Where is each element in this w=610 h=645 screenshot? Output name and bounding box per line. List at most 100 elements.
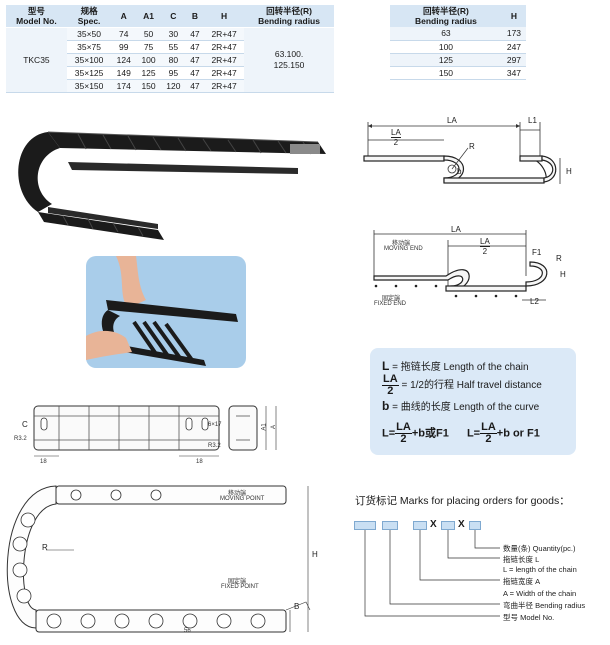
width-box (413, 521, 427, 530)
c-cell: 120 (160, 79, 186, 93)
la-label: LA (451, 225, 461, 234)
chain-travel-diagram (363, 122, 561, 184)
order-length-en-label: L = length of the chain (503, 565, 577, 574)
r32-right-label: R3.2 (208, 443, 221, 449)
a-cell: 124 (111, 53, 137, 67)
h-cell: 2R+47 (204, 79, 245, 93)
moving-point-cn: 移动端 (228, 491, 247, 497)
header-bending-radius: 回转半径(R)Bending radius (390, 5, 502, 27)
moving-end-diagram (373, 230, 548, 301)
a1-cell: 50 (136, 27, 161, 41)
l-symbol: L (382, 359, 390, 373)
length-box (441, 521, 455, 530)
b-cell: 47 (185, 79, 205, 93)
link-dimension-drawing (33, 405, 277, 457)
spec-cell: 35×100 (66, 53, 112, 67)
radius-table-header: 回转半径(R)Bending radius H (390, 5, 526, 27)
a1-cell: 150 (136, 79, 161, 93)
header-a: A (111, 5, 137, 28)
cable-chain-product-image (18, 131, 326, 240)
radius-box (382, 521, 398, 530)
b-label: b (457, 167, 462, 176)
table-row: 35×100 124 100 80 47 2R+47 (6, 53, 334, 67)
model-box (354, 521, 376, 530)
f1-label: F1 (532, 248, 542, 257)
fixed-end-en: FIXED END (374, 301, 407, 307)
l2-label: L2 (530, 297, 539, 306)
h-label: H (312, 550, 318, 559)
moving-point-en: MOVING POINT (220, 496, 265, 502)
order-radius-label: 弯曲半径 Bending radius (503, 601, 586, 610)
model-cell: TKC35 (6, 27, 67, 93)
r32-left-label: R3.2 (14, 436, 27, 442)
a-label: A (271, 424, 278, 430)
quantity-box (469, 521, 481, 530)
b-symbol: b (382, 399, 390, 413)
dim-18-left: 18 (40, 459, 47, 465)
moving-end-en: MOVING END (384, 246, 423, 252)
r-label: R (469, 142, 475, 151)
a1-cell: 75 (136, 40, 161, 54)
b-definition: = 曲线的长度 Length of the curve (392, 402, 540, 413)
radius-cell: 100 (390, 40, 502, 54)
spec-cell: 35×75 (66, 40, 112, 54)
c-cell: 80 (160, 53, 186, 67)
a-cell: 174 (111, 79, 137, 93)
h-cell: 2R+47 (204, 27, 245, 41)
b-label: B (294, 602, 300, 611)
table-row: 35×150 174 150 120 47 2R+47 (6, 79, 334, 93)
b-cell: 47 (185, 27, 205, 41)
fixed-point-en: FIXED POINT (221, 584, 259, 590)
r-label: R (556, 254, 562, 263)
a1-label: A1 (261, 423, 268, 431)
hand-holding-chain-image (86, 256, 238, 366)
header-b: B (185, 5, 205, 28)
order-model-label: 型号 Model No. (503, 613, 555, 622)
hand-photo (86, 256, 246, 368)
moving-end-cn: 移动端 (392, 241, 411, 247)
c-cell: 55 (160, 40, 186, 54)
h-cell: 297 (501, 53, 526, 67)
a1-cell: 100 (136, 53, 161, 67)
h-cell: 247 (501, 40, 526, 54)
header-h: H (501, 5, 526, 27)
l-definition: = 拖链长度 Length of the chain (392, 362, 529, 373)
slot-label: 6×17 (208, 422, 222, 428)
h-cell: 2R+47 (204, 40, 245, 54)
radius-cell: 63 (390, 27, 502, 41)
header-c: C (160, 5, 186, 28)
h-label: H (560, 270, 566, 279)
x-separator-2: X (458, 519, 465, 530)
a-cell: 149 (111, 66, 137, 80)
b-cell: 47 (185, 40, 205, 54)
spec-cell: 35×50 (66, 27, 112, 41)
fixed-point-cn: 固定端 (228, 579, 247, 585)
h-cell: 173 (501, 27, 526, 41)
table-row: TKC35 35×50 74 50 30 47 2R+47 63.100. 12… (6, 27, 334, 93)
chain-side-view-drawing (6, 485, 311, 633)
spec-cell: 35×125 (66, 66, 112, 80)
h-cell: 2R+47 (204, 66, 245, 80)
pitch-label: 56 (184, 628, 191, 634)
formula-length-row: L = 拖链长度 Length of the chain (382, 358, 529, 373)
order-width-en-label: A = Width of the chain (503, 589, 577, 598)
c-cell: 95 (160, 66, 186, 80)
order-width-cn-label: 拖链宽度 A (503, 577, 541, 586)
h-label: H (566, 167, 572, 176)
